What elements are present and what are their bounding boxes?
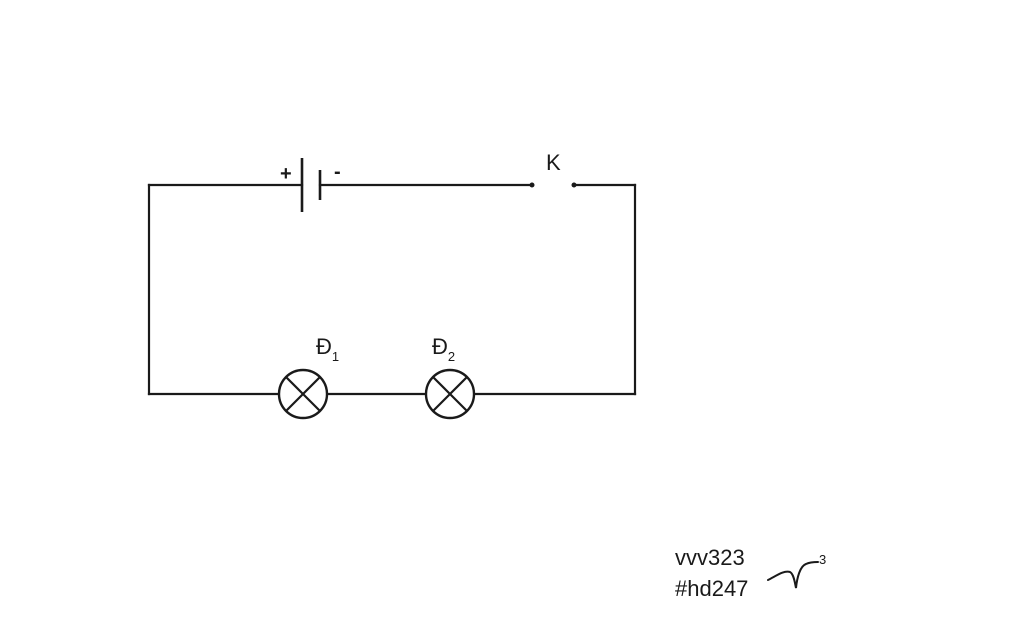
lamp-1-label: Đ1 xyxy=(316,334,339,364)
signature-mark: 3 xyxy=(819,552,826,567)
switch-contact-right xyxy=(571,182,577,188)
signature-scribble: 3 xyxy=(767,552,826,589)
signature-text: vvv323 #hd247 xyxy=(675,542,748,604)
battery: + - xyxy=(280,158,341,212)
lamp-1-subscript: 1 xyxy=(332,349,339,364)
battery-minus-label: - xyxy=(334,161,341,183)
lamp-1-cross-b xyxy=(285,376,321,412)
switch: K xyxy=(529,150,577,188)
signature-stroke xyxy=(767,561,819,589)
lamp-1-symbol: Đ xyxy=(316,334,332,359)
circuit-wires xyxy=(147,183,637,396)
lamp-1: Đ1 xyxy=(277,334,339,420)
lamp-2-label: Đ2 xyxy=(432,334,455,364)
battery-plus-label: + xyxy=(280,163,292,185)
signature-line-2: #hd247 xyxy=(675,576,749,601)
lamp-2-cross-b xyxy=(432,376,468,412)
switch-label: K xyxy=(546,150,561,175)
switch-contact-left xyxy=(529,182,535,188)
lamp-2: Đ2 xyxy=(424,334,476,420)
lamp-2-symbol: Đ xyxy=(432,334,448,359)
signature-line-1: vvv323 xyxy=(675,545,745,570)
lamp-2-subscript: 2 xyxy=(448,349,455,364)
